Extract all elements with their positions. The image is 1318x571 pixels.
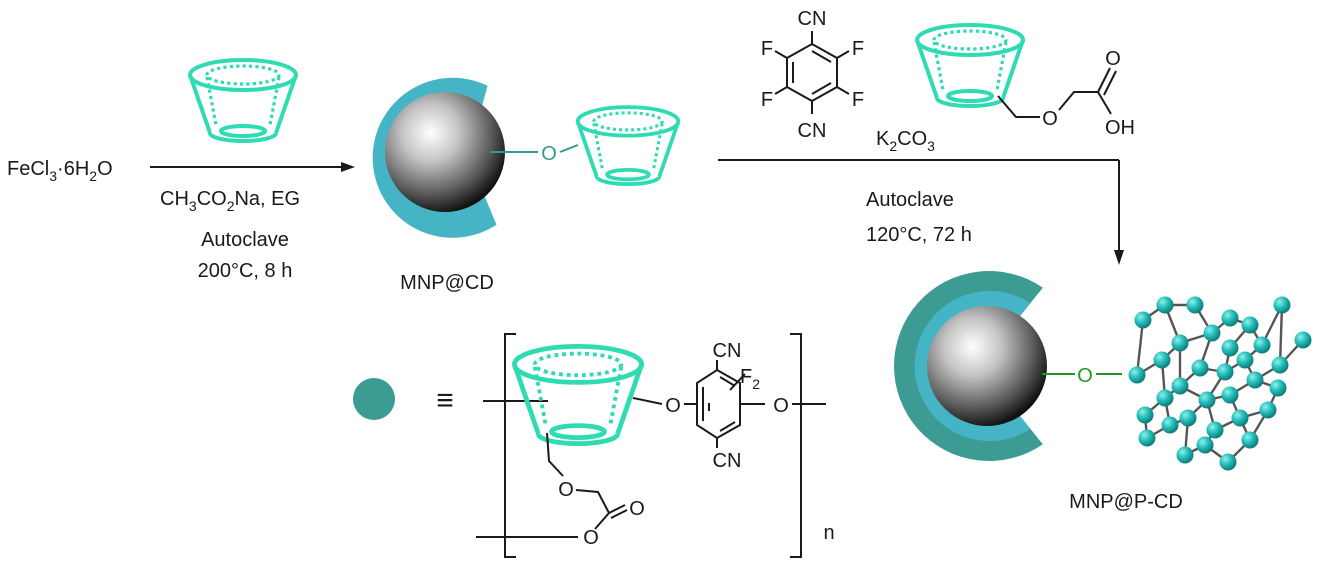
polymer-bead-icon [1153, 351, 1171, 369]
polymer-bead-icon [1216, 363, 1234, 381]
polymer-bead-icon [1136, 406, 1154, 424]
aromatic-ring [696, 360, 765, 448]
monomer-cn-top: CN [798, 8, 827, 30]
legend-cn-bottom: CN [713, 450, 742, 472]
legend-cn-top: CN [713, 340, 742, 362]
right-bracket [790, 333, 802, 558]
carbonyl-oxygen-label: O [1105, 48, 1121, 70]
legend-oxygen-right: O [773, 395, 789, 417]
product-oxygen-label: O [1077, 365, 1093, 387]
monomer-f-label: F [761, 89, 773, 111]
polymer-bead-icon [1206, 421, 1224, 439]
hydroxyl-bond [1097, 91, 1112, 115]
hydroxyl-label: OH [1105, 117, 1135, 139]
polymer-bead-icon [1221, 339, 1239, 357]
polymer-bead-icon [1241, 316, 1259, 334]
ether-oxygen-label: O [541, 143, 557, 165]
polymer-bead-icon [1171, 377, 1189, 395]
polymer-bead-icon [1221, 386, 1239, 404]
legend-carbonyl-bond [608, 504, 626, 514]
polymer-bead-icon [1246, 371, 1264, 389]
polymer-bead-icon [1219, 453, 1237, 471]
polymer-bead-icon [1236, 351, 1254, 369]
polymer-bead-icon [1253, 336, 1271, 354]
polymer-bead-icon [1269, 379, 1287, 397]
polymer-bead-icon [1171, 334, 1189, 352]
polymer-bead-icon [1241, 431, 1259, 449]
legend-linker-chain-2 [575, 489, 610, 514]
tetrafluoroterephthalonitrile [774, 31, 850, 114]
product-label: MNP@P-CD [1069, 491, 1183, 513]
legend-ester-bond [594, 512, 610, 530]
monomer-f-label: F [852, 38, 864, 60]
polymer-bead-icon [1203, 324, 1221, 342]
monomer-cn-bottom: CN [798, 120, 827, 142]
intermediate-label: MNP@CD [400, 272, 494, 294]
carboxymethyl-linker [997, 95, 1040, 118]
monomer-f-label: F [761, 38, 773, 60]
reaction-arrow-1-head [341, 162, 355, 172]
polymer-bead-icon [1231, 409, 1249, 427]
polymer-bead-icon [1179, 409, 1197, 427]
polymer-bead-icon [1198, 391, 1216, 409]
carbonyl-bond-2 [1103, 70, 1117, 96]
step1-condition-temperature: 200°C, 8 h [198, 260, 293, 282]
polymer-bead-icon [1161, 416, 1179, 434]
step1-condition-autoclave: Autoclave [201, 229, 289, 251]
porous-polymer-network [1128, 296, 1312, 471]
polymer-bead-icon [1156, 389, 1174, 407]
equivalence-symbol: ≡ [436, 384, 454, 417]
polymer-bead-icon [1138, 429, 1156, 447]
polymer-bead-icon [1156, 296, 1174, 314]
polymer-bead-icon [1294, 331, 1312, 349]
base-k2co3: K2CO3 [876, 128, 935, 154]
polymer-bead-icon [1128, 366, 1146, 384]
polymer-bead-icon [1196, 436, 1214, 454]
polymer-bead-icon [1191, 359, 1209, 377]
polymer-bead-icon [1273, 296, 1291, 314]
cyclodextrin-icon [915, 23, 1025, 108]
repeat-unit-n: n [823, 522, 834, 544]
reaction-arrow-2-head [1114, 250, 1124, 265]
step1-reagents: CH3CO2Na, EG [160, 188, 300, 214]
polymer-bead-legend-icon [353, 378, 395, 420]
polymer-link [1135, 319, 1145, 376]
polymer-bead-icon [1259, 401, 1277, 419]
polymer-bead-icon [1221, 309, 1239, 327]
ether-bond-2 [559, 144, 579, 153]
magnetic-nanoparticle-icon [385, 92, 505, 212]
carboxymethyl-linker-2 [1058, 91, 1098, 111]
polymer-bead-icon [1271, 356, 1289, 374]
monomer-f-label: F [852, 89, 864, 111]
cd-oxygen-bond [632, 397, 663, 405]
polymer-link [1278, 304, 1284, 366]
cyclodextrin-icon [575, 105, 681, 186]
legend-oxygen-ether: O [558, 479, 574, 501]
reactant-fecl3: FeCl3·6H2O [7, 158, 113, 184]
carbonyl-bond [1097, 67, 1111, 93]
step2-condition-autoclave: Autoclave [866, 189, 954, 211]
linker-oxygen-label: O [1042, 108, 1058, 130]
polymer-bead-icon [1176, 446, 1194, 464]
step2-condition-temperature: 120°C, 72 h [866, 224, 972, 246]
magnetic-nanoparticle-icon [927, 306, 1047, 426]
cyclodextrin-icon [511, 343, 645, 446]
polymer-bead-icon [1134, 311, 1152, 329]
polymer-bead-icon [1186, 296, 1204, 314]
legend-linker-chain [546, 432, 564, 477]
legend-carbonyl-oxygen: O [629, 498, 645, 520]
legend-f2: F2 [740, 366, 760, 392]
left-bracket [504, 333, 516, 558]
legend-ester-oxygen: O [583, 527, 599, 549]
cyclodextrin-icon [188, 58, 298, 143]
legend-oxygen-left: O [665, 395, 681, 417]
legend-carbonyl-bond-2 [610, 509, 628, 519]
